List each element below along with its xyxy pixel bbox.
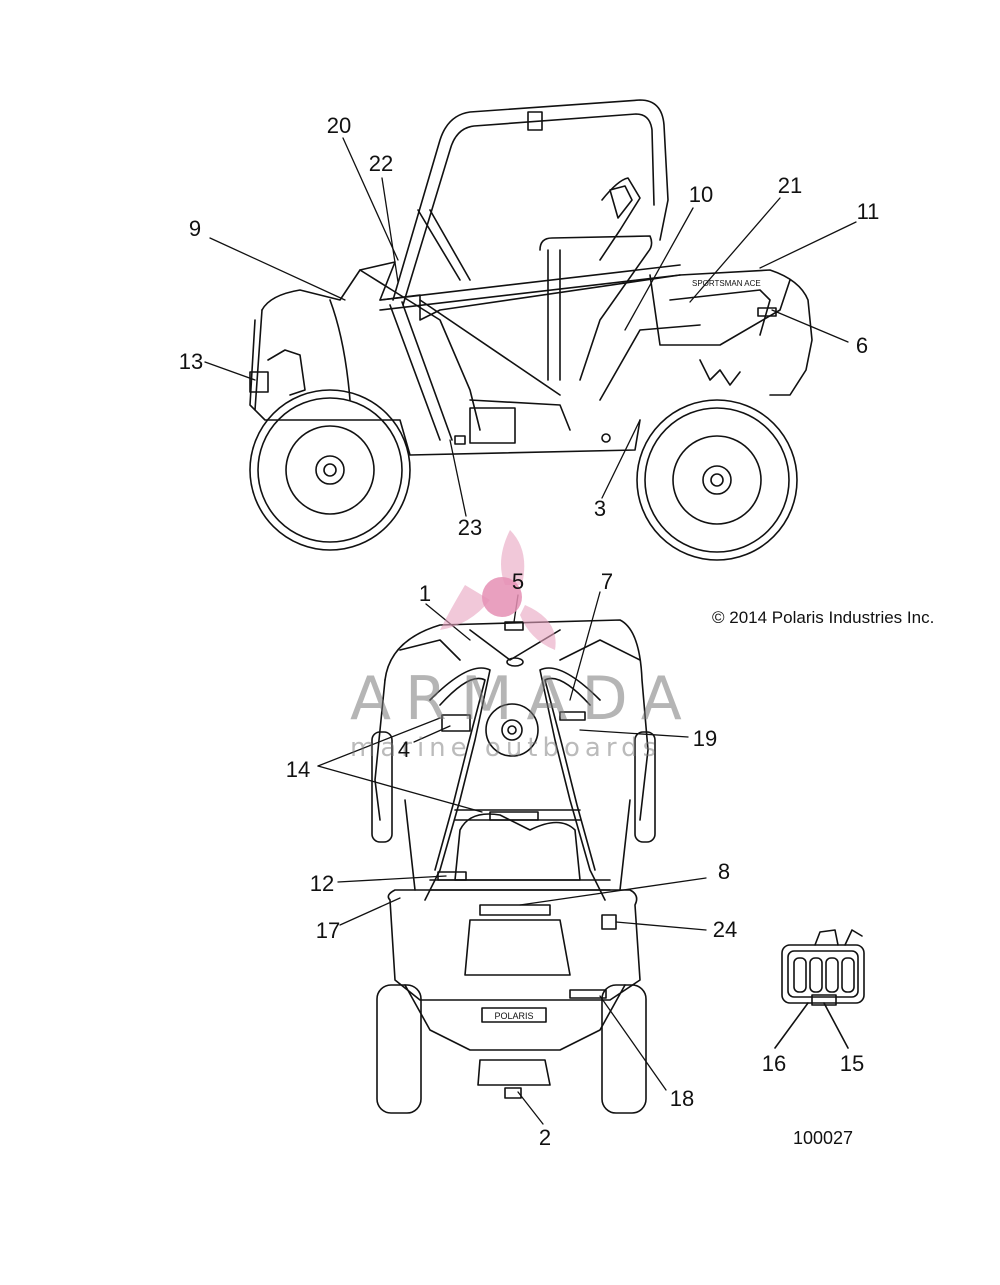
callout-14: 14 — [285, 757, 311, 782]
roll-cage — [392, 99, 669, 301]
callout-7: 7 — [600, 569, 614, 594]
rear-wheel — [636, 399, 798, 561]
polaris-plate-text: POLARIS — [494, 1011, 533, 1021]
copyright-notice: © 2014 Polaris Industries Inc. — [712, 608, 935, 627]
sportsman-decal-text: SPORTSMAN ACE — [692, 279, 761, 288]
body-shell — [261, 261, 813, 396]
callout-21: 21 — [777, 173, 803, 198]
top-roll-cage — [424, 667, 491, 901]
callout-16: 16 — [761, 1051, 787, 1076]
decal-24-marker — [601, 914, 617, 930]
callout-11: 11 — [856, 199, 880, 224]
callout-3: 3 — [593, 496, 607, 521]
callout-1: 1 — [418, 581, 432, 606]
callout-19: 19 — [692, 726, 718, 751]
headlight-decal-13 — [249, 371, 269, 393]
watermark-subtitle: marine outboards — [350, 733, 662, 763]
callout-17: 17 — [315, 918, 341, 943]
callout-13: 13 — [178, 349, 204, 374]
callout-20: 20 — [326, 113, 352, 138]
callout-15: 15 — [839, 1051, 865, 1076]
callout-18: 18 — [669, 1086, 695, 1111]
callout-10: 10 — [688, 182, 714, 207]
watermark-propeller-icon — [440, 530, 556, 650]
callout-12: 12 — [309, 871, 335, 896]
callout-9: 9 — [188, 216, 202, 241]
side-view: SPORTSMAN ACE — [249, 99, 813, 561]
callout-2: 2 — [538, 1125, 552, 1150]
watermark-title: ARMADA — [350, 664, 696, 734]
callout-6: 6 — [855, 333, 869, 358]
front-wheel — [249, 389, 411, 551]
callout-24: 24 — [712, 917, 738, 942]
leader-lines-side — [204, 137, 857, 517]
diagram-number: 100027 — [793, 1128, 854, 1148]
callout-23: 23 — [457, 515, 483, 540]
callout-8: 8 — [717, 859, 731, 884]
callout-5: 5 — [511, 569, 525, 594]
callout-22: 22 — [368, 151, 394, 176]
inset-part — [774, 929, 865, 1049]
leader-lines-top — [317, 591, 707, 1125]
callout-4: 4 — [397, 737, 411, 762]
